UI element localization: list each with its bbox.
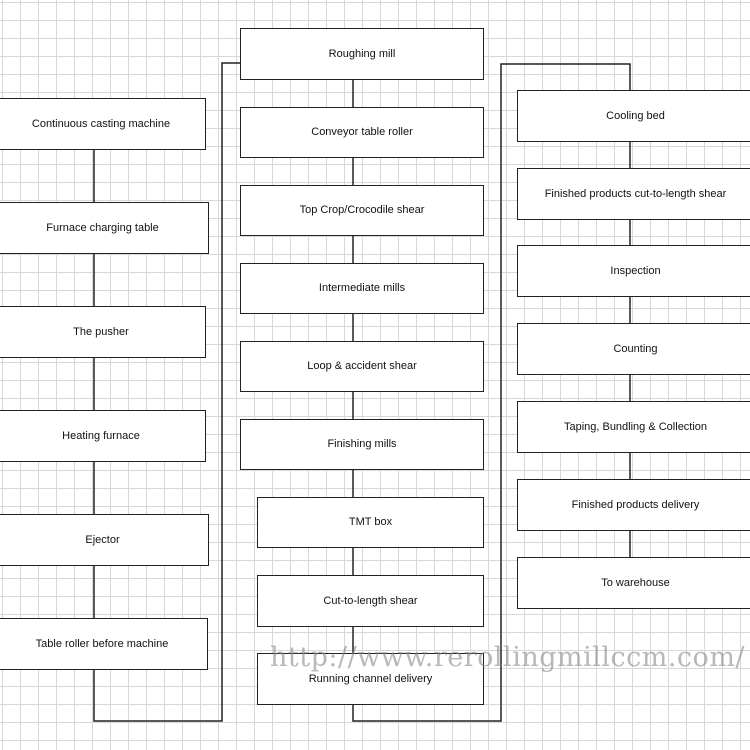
step-label: TMT box [348, 516, 393, 528]
step-label: Roughing mill [328, 47, 396, 60]
step-label: Taping, Bundling & Collection [563, 420, 708, 433]
step-label: Counting [613, 342, 658, 355]
step-intermediate-mills: Intermediate mills [240, 263, 484, 314]
step-label: Running channel delivery [308, 672, 433, 685]
step-finished-products-cut-to-length-shear: Finished products cut-to-length shear [517, 168, 750, 220]
step-finishing-mills: Finishing mills [240, 419, 484, 470]
step-label: Table roller before machine [35, 637, 169, 650]
step-the-pusher: The pusher [0, 306, 206, 358]
step-label: Continuous casting machine [31, 117, 171, 130]
step-label: Loop & accident shear [307, 360, 417, 372]
step-label: Ejector [85, 533, 120, 546]
step-counting: Counting [517, 323, 750, 375]
step-label: Cut-to-length shear [323, 594, 418, 607]
step-label: Furnace charging table [46, 221, 159, 234]
step-top-crop-crocodile-shear: Top Crop/Crocodile shear [240, 185, 484, 236]
step-label: Inspection [610, 264, 661, 277]
step-label: Heating furnace [62, 429, 140, 442]
step-roughing-mill: Roughing mill [240, 28, 484, 80]
step-label: Top Crop/Crocodile shear [299, 204, 425, 216]
step-label: Finished products delivery [571, 498, 700, 511]
step-tmt-box: TMT box [257, 497, 484, 548]
step-label: Conveyor table roller [311, 126, 413, 138]
step-label: Finishing mills [327, 438, 397, 450]
step-conveyor-table-roller: Conveyor table roller [240, 107, 484, 158]
step-taping-bundling-collection: Taping, Bundling & Collection [517, 401, 750, 453]
step-cooling-bed: Cooling bed [517, 90, 750, 142]
step-loop-accident-shear: Loop & accident shear [240, 341, 484, 392]
step-continuous-casting-machine: Continuous casting machine [0, 98, 206, 150]
watermark-url: http://www.rerollingmillccm.com/ [270, 642, 746, 673]
step-cut-to-length-shear: Cut-to-length shear [257, 575, 484, 627]
step-label: Cooling bed [606, 109, 665, 122]
step-furnace-charging-table: Furnace charging table [0, 202, 209, 254]
step-running-channel-delivery: Running channel delivery [257, 653, 484, 705]
step-ejector: Ejector [0, 514, 209, 566]
step-table-roller-before-machine: Table roller before machine [0, 618, 208, 670]
step-inspection: Inspection [517, 245, 750, 297]
step-label: Intermediate mills [318, 282, 406, 294]
step-label: To warehouse [601, 576, 670, 589]
step-label: Finished products cut-to-length shear [544, 187, 727, 200]
step-finished-products-delivery: Finished products delivery [517, 479, 750, 531]
step-label: The pusher [73, 325, 129, 338]
step-heating-furnace: Heating furnace [0, 410, 206, 462]
step-to-warehouse: To warehouse [517, 557, 750, 609]
